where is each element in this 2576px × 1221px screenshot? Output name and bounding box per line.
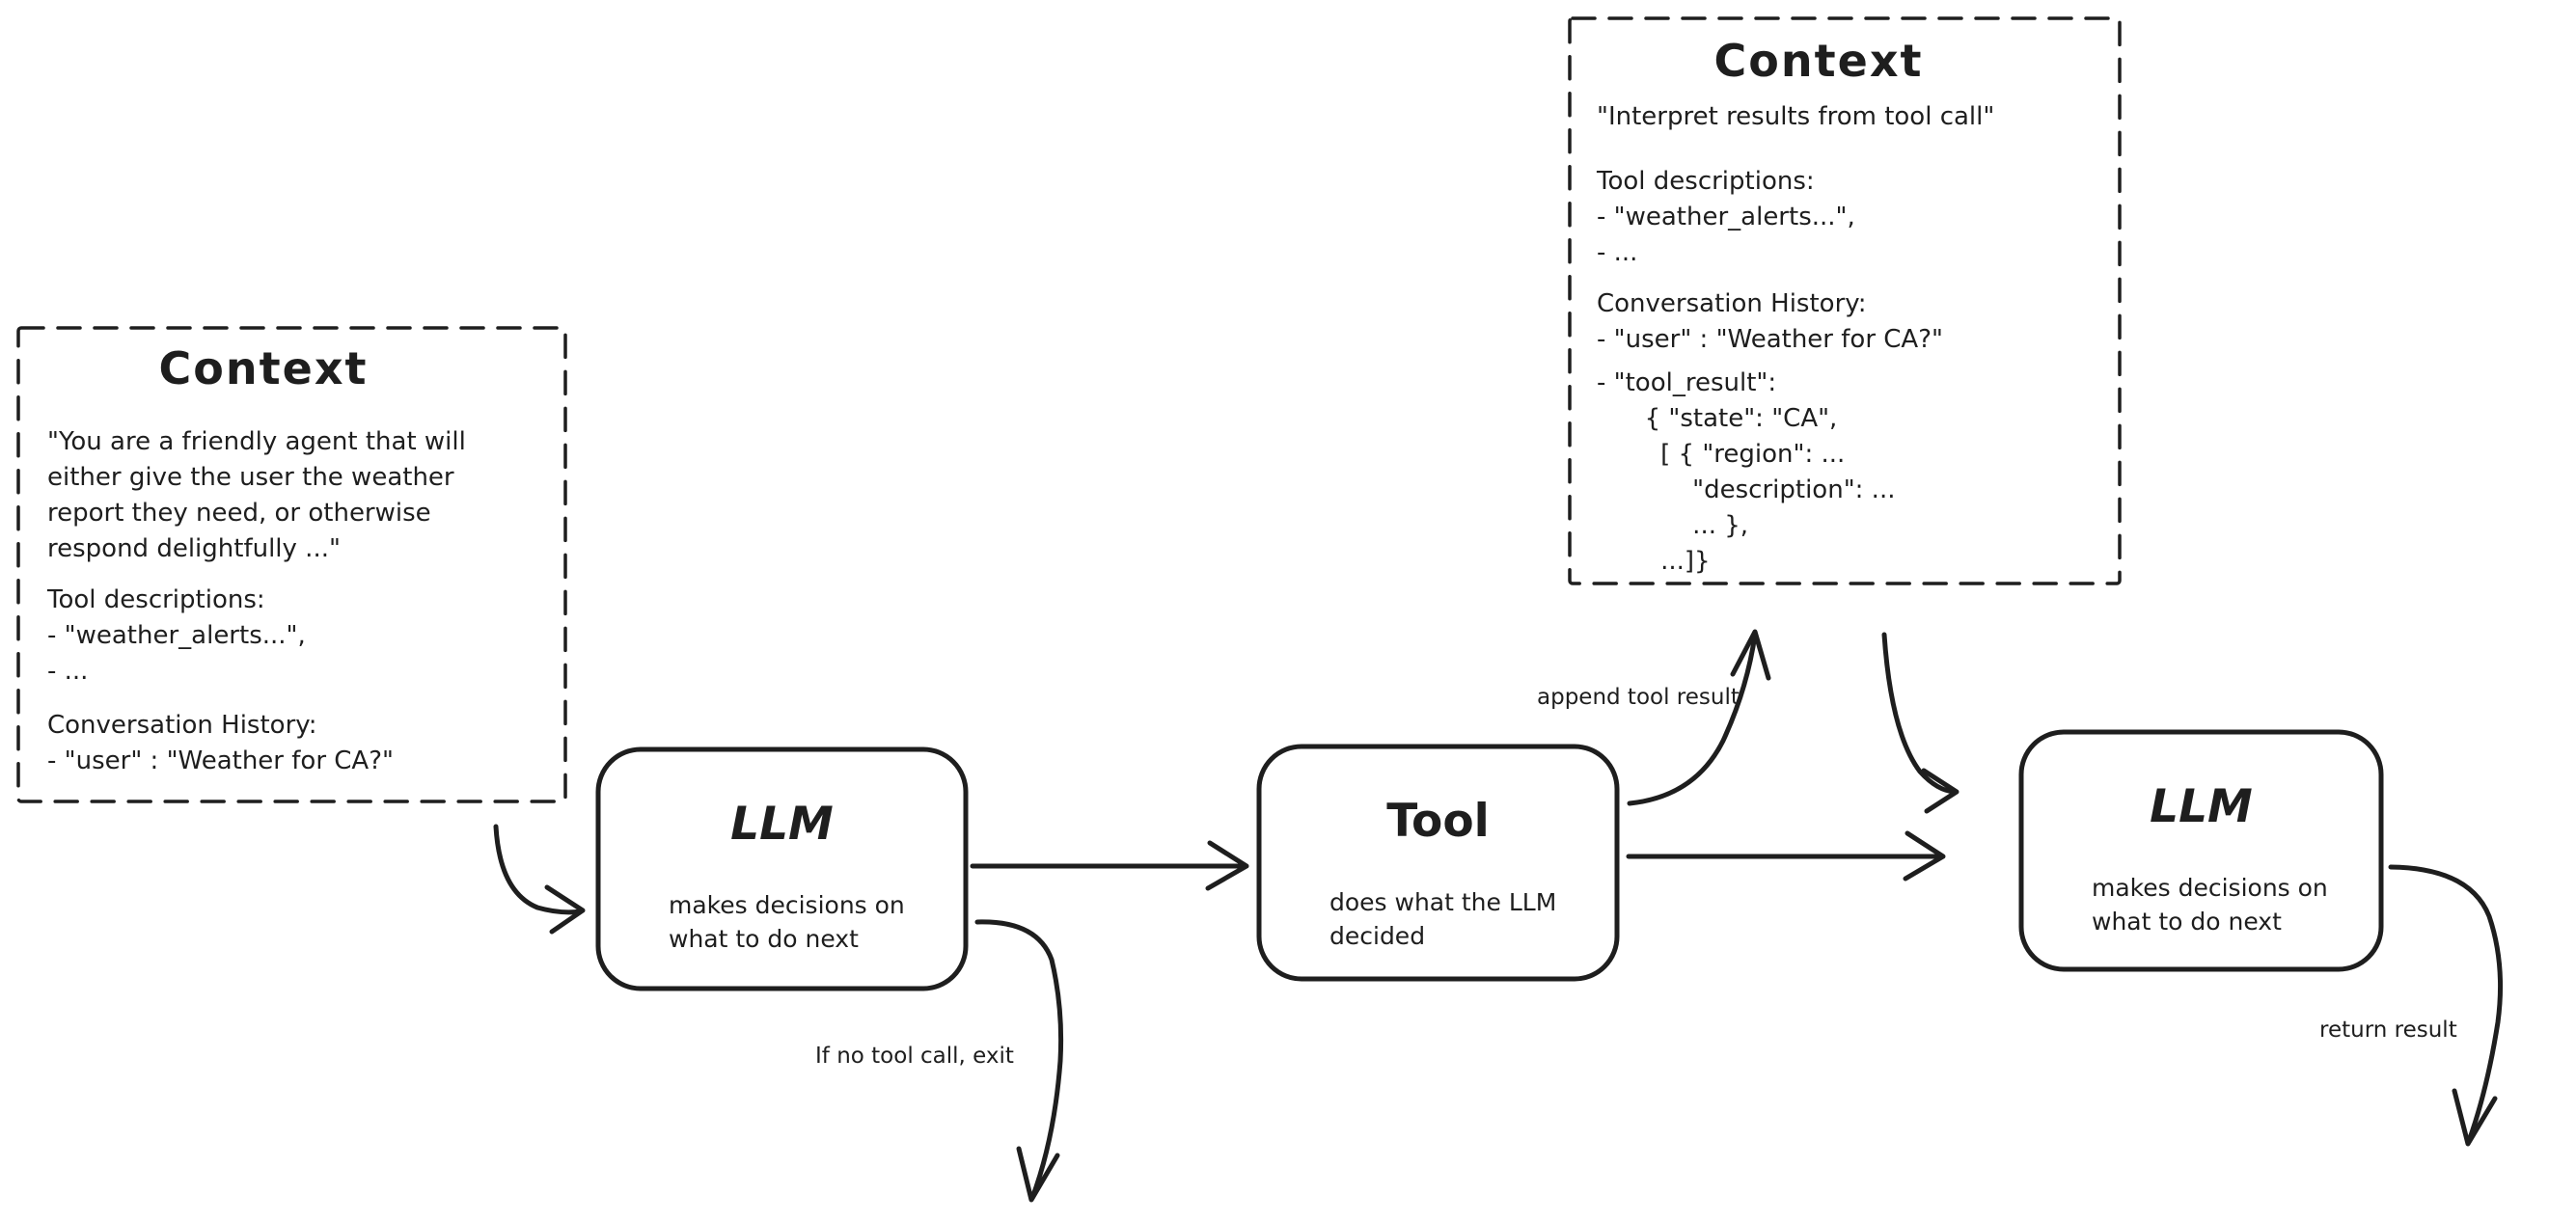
arrow-context-left-to-llm1	[493, 824, 586, 935]
arrow-llm1-to-tool	[970, 840, 1249, 891]
context-top-title: Context	[1713, 35, 1924, 87]
llm2-node-title: LLM	[2150, 780, 2253, 833]
arrow-tool-to-llm2	[1626, 830, 1946, 882]
tool-node: Tool does what the LLM decided	[1257, 745, 1619, 981]
context-top-border	[1568, 16, 2122, 585]
arrow-tool-to-context-top	[1627, 629, 1771, 806]
arrow-llm1-exit-down	[974, 919, 1064, 1203]
context-left-box: Context "You are a friendly agent that w…	[16, 326, 567, 803]
context-left-border	[16, 326, 567, 803]
llm2-node-border	[2018, 729, 2384, 972]
context-top-tool-result: - "tool_result": { "state": "CA", [ { "r…	[1597, 368, 1896, 576]
tool-node-border	[1256, 744, 1620, 982]
context-top-box: Context "Interpret results from tool cal…	[1568, 16, 2122, 585]
llm1-node-border	[595, 746, 969, 991]
context-left-conversation-history: Conversation History: - "user" : "Weathe…	[47, 711, 394, 775]
return-result-label: return result	[2319, 1018, 2457, 1043]
llm1-node-title: LLM	[730, 798, 834, 851]
context-top-tool-descriptions: Tool descriptions: - "weather_alerts..."…	[1597, 167, 1855, 267]
tool-node-subtitle: does what the LLM decided	[1329, 888, 1557, 950]
llm1-node: LLM makes decisions on what to do next	[596, 747, 968, 990]
tool-node-title: Tool	[1386, 795, 1490, 848]
append-tool-result-label: append tool result	[1537, 685, 1740, 710]
context-left-title: Context	[158, 342, 369, 394]
context-left-tool-descriptions: Tool descriptions: - "weather_alerts..."…	[47, 585, 306, 686]
llm2-node: LLM makes decisions on what to do next	[2019, 730, 2383, 971]
context-top-conversation-history: Conversation History: - "user" : "Weathe…	[1597, 289, 1943, 354]
arrow-context-top-to-llm2	[1881, 632, 1959, 814]
context-top-system-prompt: "Interpret results from tool call"	[1597, 102, 1995, 131]
no-tool-call-exit-label: If no tool call, exit	[815, 1044, 1014, 1069]
llm1-node-subtitle: makes decisions on what to do next	[669, 891, 905, 953]
llm2-node-subtitle: makes decisions on what to do next	[2092, 874, 2328, 936]
arrow-llm2-return-down	[2388, 864, 2504, 1147]
context-left-system-prompt: "You are a friendly agent that will eith…	[47, 427, 466, 563]
